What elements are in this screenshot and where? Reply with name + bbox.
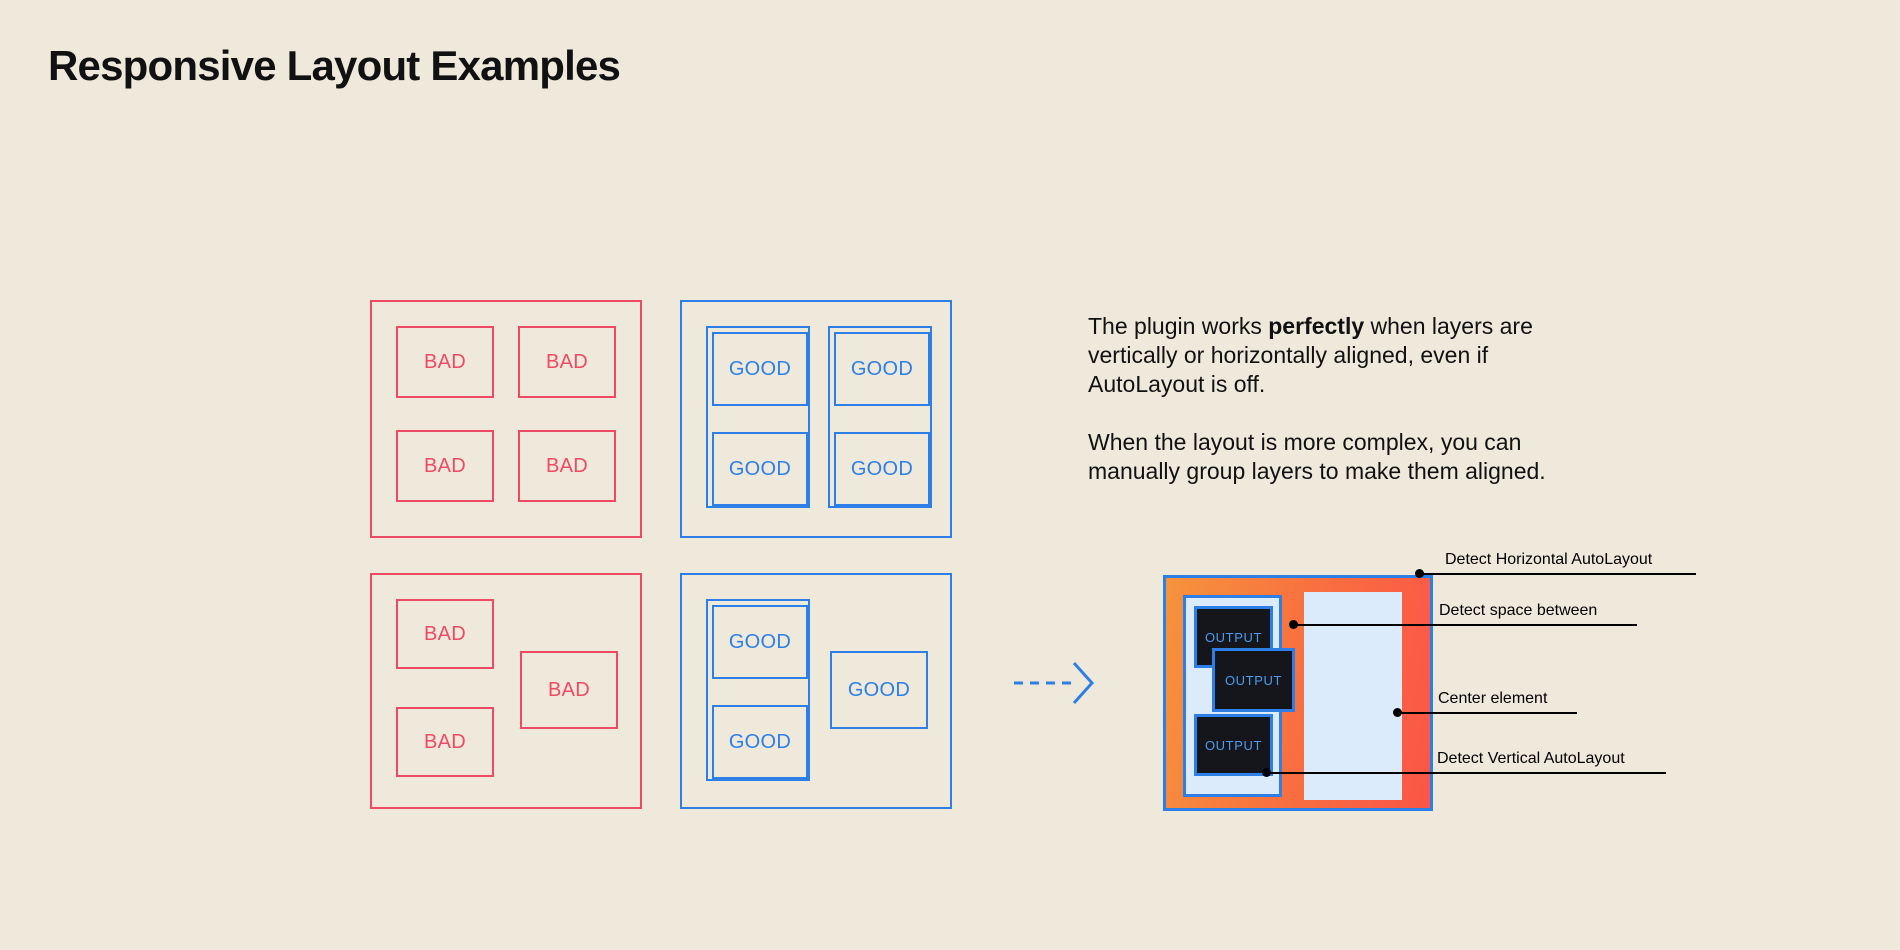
layer-box-bad: BAD bbox=[396, 599, 494, 669]
layer-box-good: GOOD bbox=[834, 332, 930, 406]
layer-box-good: GOOD bbox=[712, 332, 808, 406]
diagram-right-panel bbox=[1304, 592, 1402, 800]
annotation-label: Detect space between bbox=[1439, 602, 1598, 619]
example-panel-good-complex: GOOD GOOD GOOD bbox=[680, 573, 952, 809]
annotation-label: Center element bbox=[1438, 690, 1548, 707]
layer-box-bad: BAD bbox=[396, 707, 494, 777]
annotation-line bbox=[1293, 624, 1637, 626]
layer-box-bad: BAD bbox=[518, 430, 616, 502]
explanation-p1-tail: when layers are vertically or horizontal… bbox=[1088, 313, 1533, 397]
output-box: OUTPUT bbox=[1212, 648, 1295, 712]
explanation-paragraph-2: When the layout is more complex, you can… bbox=[1088, 429, 1546, 484]
example-panel-bad-complex: BAD BAD BAD bbox=[370, 573, 642, 809]
layer-box-good: GOOD bbox=[712, 705, 808, 779]
dashed-arrow-right-icon bbox=[1014, 661, 1095, 705]
layer-box-bad: BAD bbox=[520, 651, 618, 729]
layer-group-outline: GOOD GOOD bbox=[706, 599, 810, 781]
page-title: Responsive Layout Examples bbox=[48, 42, 621, 89]
diagram-left-group: OUTPUT OUTPUT bbox=[1183, 595, 1282, 797]
layer-box-bad: BAD bbox=[396, 326, 494, 398]
layer-box-good: GOOD bbox=[834, 432, 930, 506]
layer-group-outline: GOOD GOOD bbox=[706, 326, 810, 508]
explanation-p1-lead: The plugin works bbox=[1088, 313, 1269, 339]
layer-box-bad: BAD bbox=[518, 326, 616, 398]
layer-box-bad: BAD bbox=[396, 430, 494, 502]
annotation-line bbox=[1419, 573, 1696, 575]
explanation-text: The plugin works perfectly when layers a… bbox=[1088, 312, 1548, 486]
output-box: OUTPUT bbox=[1194, 714, 1273, 776]
layer-box-good: GOOD bbox=[712, 605, 808, 679]
layer-group-outline: GOOD GOOD bbox=[828, 326, 932, 508]
annotated-layout-diagram: OUTPUT OUTPUT bbox=[1163, 575, 1433, 811]
annotation-label: Detect Vertical AutoLayout bbox=[1437, 750, 1625, 767]
layer-box-good: GOOD bbox=[712, 432, 808, 506]
layer-box-good: GOOD bbox=[830, 651, 928, 729]
example-panel-bad-grid: BAD BAD BAD BAD bbox=[370, 300, 642, 538]
annotation-line bbox=[1266, 772, 1666, 774]
annotation-line bbox=[1397, 712, 1577, 714]
example-panel-good-grid: GOOD GOOD GOOD GOOD bbox=[680, 300, 952, 538]
explanation-paragraph-1: The plugin works perfectly when layers a… bbox=[1088, 312, 1548, 399]
annotation-label: Detect Horizontal AutoLayout bbox=[1445, 551, 1653, 568]
explanation-emphasis: perfectly bbox=[1268, 313, 1365, 339]
